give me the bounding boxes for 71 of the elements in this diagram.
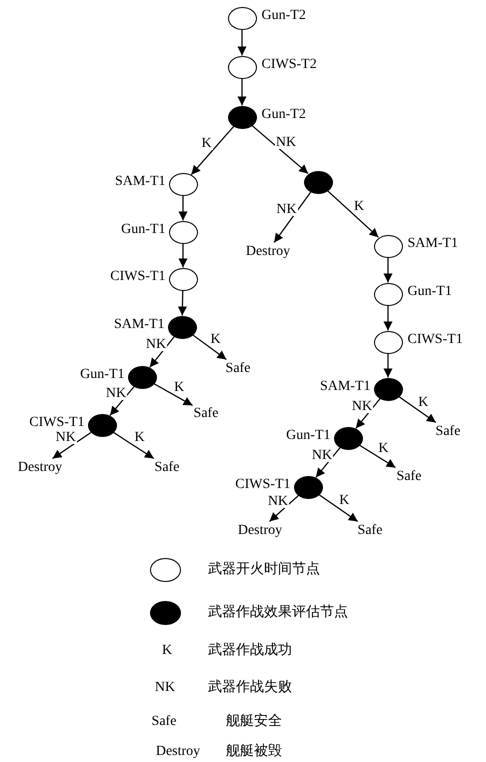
legend-symbol: Destroy bbox=[156, 744, 200, 760]
arrow bbox=[269, 495, 299, 522]
edge-label: NK bbox=[266, 494, 290, 508]
edge-label: NK bbox=[310, 448, 334, 462]
outcome-label: Destroy bbox=[246, 244, 290, 258]
outcome-label: Safe bbox=[194, 406, 218, 420]
arrow bbox=[327, 190, 379, 238]
edge-label: K bbox=[200, 136, 213, 150]
arrow bbox=[178, 196, 188, 220]
legend-text: 武器开火时间节点 bbox=[208, 562, 320, 578]
legend-text: 舰艇安全 bbox=[226, 714, 282, 730]
weapon-label: CIWS-T1 bbox=[110, 268, 166, 284]
arrow bbox=[359, 444, 396, 468]
arrow bbox=[190, 126, 234, 175]
edge-label: NK bbox=[275, 203, 298, 216]
arrow bbox=[110, 386, 134, 416]
arrow bbox=[149, 336, 175, 368]
legend-text: 舰艇被毁 bbox=[226, 744, 282, 760]
arrow bbox=[384, 258, 392, 282]
arrow bbox=[355, 398, 381, 429]
outcome-label: Destroy bbox=[238, 522, 282, 538]
arrow bbox=[318, 494, 358, 522]
legend-text: 武器作战效果评估节点 bbox=[208, 605, 348, 621]
arrow bbox=[192, 334, 227, 360]
arrow bbox=[384, 354, 392, 378]
assessment-disc bbox=[304, 170, 332, 194]
legend-symbol: K bbox=[162, 643, 172, 659]
edge-label: NK bbox=[350, 400, 374, 412]
legend-text: 武器作战失败 bbox=[208, 680, 292, 696]
legend-symbol: Safe bbox=[152, 714, 176, 730]
weapon-label: Gun-T2 bbox=[262, 8, 306, 22]
edge-label: NK bbox=[54, 431, 77, 444]
outcome-label: Destroy bbox=[18, 460, 62, 474]
outcome-label: Safe bbox=[436, 424, 460, 438]
weapon-label: CIWS-T2 bbox=[262, 56, 317, 72]
outcome-label: Safe bbox=[226, 360, 250, 376]
outcome-label: Safe bbox=[154, 460, 180, 474]
arrow bbox=[238, 30, 246, 56]
weapon-label: Gun-T1 bbox=[80, 366, 124, 382]
arrow bbox=[315, 447, 341, 478]
arrow bbox=[384, 306, 392, 330]
weapon-label: CIWS-T1 bbox=[29, 414, 84, 430]
weapon-label: Gun-T1 bbox=[286, 428, 330, 442]
weapon-label: CIWS-T1 bbox=[235, 476, 290, 492]
weapon-label: SAM-T1 bbox=[408, 236, 458, 250]
weapon-label: Gun-T1 bbox=[408, 284, 452, 298]
weapon-label: SAM-T1 bbox=[320, 378, 370, 394]
edge-label: K bbox=[417, 396, 430, 409]
arrow bbox=[154, 383, 193, 406]
weapon-label: SAM-T1 bbox=[114, 316, 164, 332]
edge-label: NK bbox=[104, 387, 128, 400]
edge-label: NK bbox=[274, 136, 298, 148]
arrow bbox=[238, 78, 246, 106]
weapon-label: Gun-T2 bbox=[262, 106, 306, 122]
arrow bbox=[112, 432, 154, 459]
edge-label: K bbox=[352, 200, 366, 213]
arrow bbox=[274, 192, 312, 243]
edge-label: NK bbox=[144, 338, 168, 351]
legend-symbol: NK bbox=[154, 680, 176, 696]
arrow bbox=[251, 124, 309, 174]
weapon-label: Gun-T1 bbox=[121, 222, 166, 236]
outcome-label: Safe bbox=[358, 522, 382, 538]
arrow bbox=[52, 432, 92, 459]
weapon-label: SAM-T1 bbox=[114, 174, 166, 188]
weapon-label: CIWS-T1 bbox=[408, 332, 463, 346]
arrow bbox=[398, 396, 436, 423]
arrow bbox=[178, 290, 187, 316]
edge-label: K bbox=[173, 380, 186, 394]
arrow bbox=[178, 244, 188, 268]
outcome-label: Safe bbox=[396, 468, 422, 484]
legend-text: 武器作战成功 bbox=[208, 643, 292, 659]
